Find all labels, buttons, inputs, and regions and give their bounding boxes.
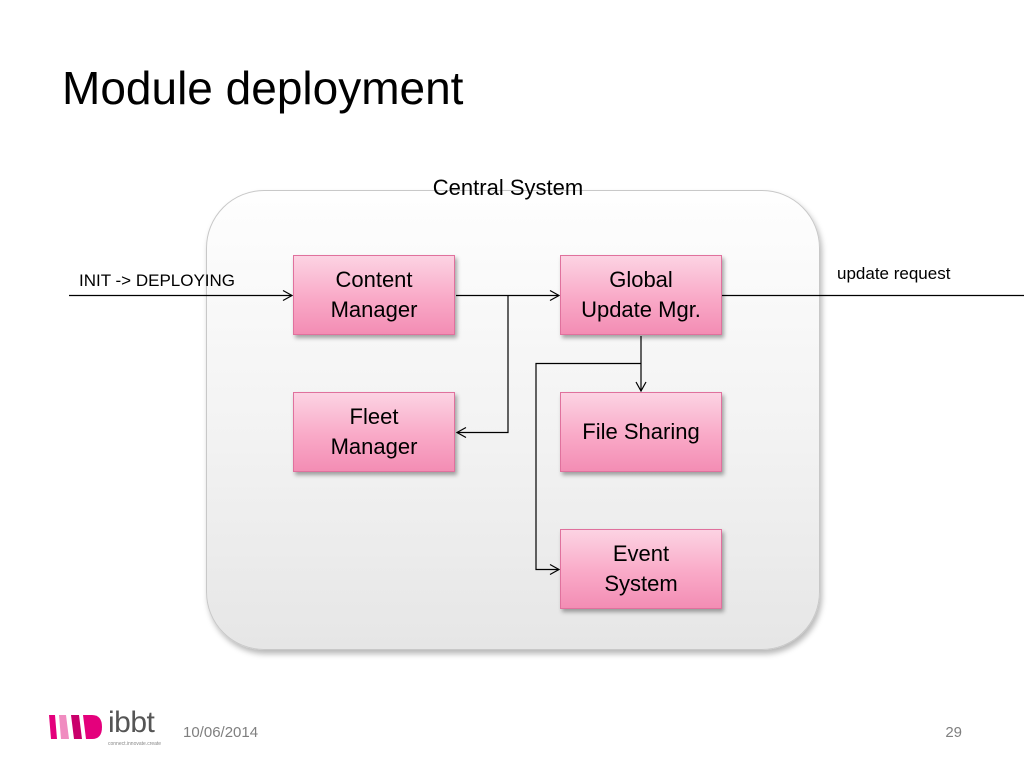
module-event-system-line2: System: [604, 571, 678, 596]
module-content-manager-line2: Manager: [330, 297, 418, 322]
edge-label-update-request: update request: [837, 264, 951, 283]
module-global-update-mgr-line1: Global: [609, 267, 673, 292]
module-content-manager-line1: Content: [335, 267, 413, 292]
module-file-sharing-label: File Sharing: [582, 419, 700, 444]
module-event-system: Event System: [560, 529, 722, 609]
edge-label-init-deploying: INIT -> DEPLOYING: [79, 271, 236, 290]
module-global-update-mgr: Global Update Mgr.: [560, 255, 722, 335]
module-global-update-mgr-line2: Update Mgr.: [581, 297, 701, 322]
footer-date: 10/06/2014: [183, 724, 259, 741]
slide-title: Module deployment: [62, 62, 464, 114]
module-fleet-manager-line1: Fleet: [349, 404, 399, 429]
central-system-label: Central System: [432, 175, 584, 200]
ibbt-logo-wordmark: ibbt: [108, 706, 155, 739]
module-content-manager: Content Manager: [293, 255, 455, 335]
module-fleet-manager-line2: Manager: [330, 434, 418, 459]
module-fleet-manager: Fleet Manager: [293, 392, 455, 472]
ibbt-logo-mark-icon: [49, 715, 102, 739]
ibbt-logo: ibbt connect.innovate.create: [48, 706, 166, 752]
footer-page-number: 29: [945, 724, 962, 741]
module-event-system-line1: Event: [612, 541, 670, 566]
ibbt-logo-tagline: connect.innovate.create: [108, 741, 162, 747]
module-file-sharing: File Sharing: [560, 392, 722, 472]
